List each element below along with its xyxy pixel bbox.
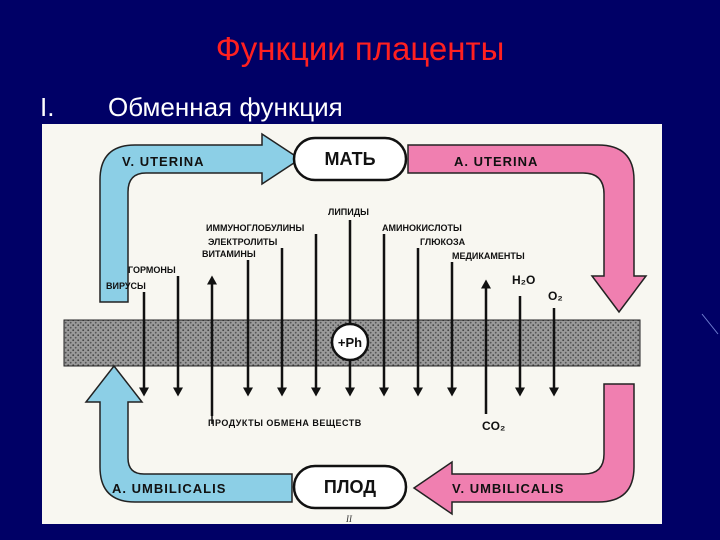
label-medicines: МЕДИКАМЕНТЫ [452,251,525,261]
label-metabolic-products: ПРОДУКТЫ ОБМЕНА ВЕЩЕСТВ [208,418,362,428]
slide-title: Функции плаценты [215,30,505,67]
fetus-oval [292,464,408,510]
fetus-label: ПЛОД [324,477,376,497]
ph-label: +Ph [338,335,362,350]
label-carbon-dioxide: CO₂ [482,419,505,433]
bullet-marker: I. [40,92,55,122]
label-amino-acids: АМИНОКИСЛОТЫ [382,223,462,233]
bullet-text: Обменная функция [108,92,343,122]
label-vitamins: ВИТАМИНЫ [202,249,256,259]
label-oxygen: O₂ [548,289,563,303]
maternal-arterial-arrow [407,144,648,314]
label-viruses: ВИРУСЫ [106,281,146,291]
mother-label: МАТЬ [324,149,375,169]
umbilical-artery-arrow [84,364,293,503]
label-water: H₂O [512,273,535,287]
label-glucose: ГЛЮКОЗА [420,237,466,247]
placenta-exchange-diagram: V. UTERINA A. UTERINA A. UMBILICALIS V. … [42,124,662,524]
label-electrolytes: ЭЛЕКТРОЛИТЫ [208,237,278,247]
corner-line-decoration [701,313,719,335]
vessel-label-a-uterina: A. UTERINA [454,154,538,169]
vessel-label-v-uterina: V. UTERINA [122,154,204,169]
label-hormones: ГОРМОНЫ [128,265,176,275]
mother-oval [292,136,408,182]
footer-mark: II [345,514,353,524]
maternal-venous-arrow [99,132,302,303]
vessel-label-a-umbilicalis: A. UMBILICALIS [112,481,226,496]
vessel-label-v-umbilicalis: V. UMBILICALIS [452,481,564,496]
label-immunoglobulins: ИММУНОГЛОБУЛИНЫ [206,223,305,233]
ph-circle [330,322,370,362]
umbilical-vein-arrow [412,383,635,516]
label-lipids: ЛИПИДЫ [328,207,369,217]
